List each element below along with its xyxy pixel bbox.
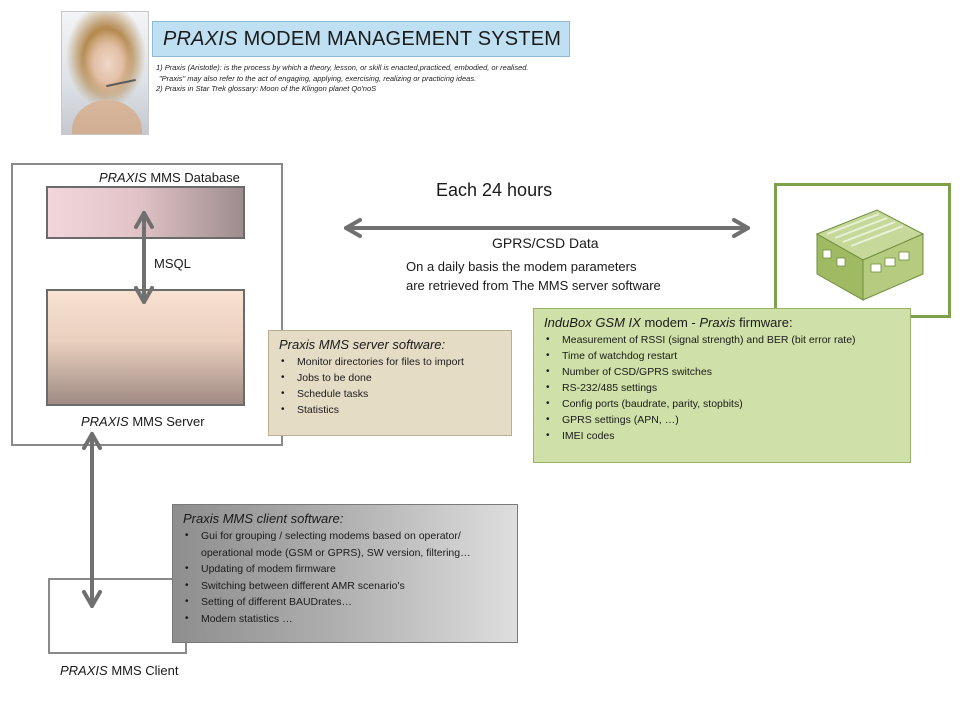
modem-firmware-title: InduBox GSM IX modem - Praxis firmware: [544,315,793,330]
title-rest: MODEM MANAGEMENT SYSTEM [243,27,562,50]
client-software-title: Praxis MMS client software: [183,511,344,526]
list-item: Measurement of RSSI (signal strength) an… [544,332,900,348]
client-label: PRAXIS MMS Client [60,663,179,678]
server-box [46,289,245,406]
server-software-title: Praxis MMS server software: [279,337,446,352]
list-item: Statistics [279,402,501,418]
client-software-panel: Praxis MMS client software: Gui for grou… [172,504,518,643]
list-item: RS-232/485 settings [544,380,900,396]
msql-label: MSQL [154,256,191,271]
list-item: Time of watchdog restart [544,348,900,364]
list-item: Monitor directories for files to import [279,354,501,370]
definition-1: 1) Praxis (Aristotle): is the process by… [156,63,529,72]
title-italic: PRAXIS [163,27,238,50]
list-item: Gui for grouping / selecting modems base… [183,528,507,561]
list-item: Config ports (baudrate, parity, stopbits… [544,396,900,412]
list-item: GPRS settings (APN, …) [544,412,900,428]
page-title: PRAXIS MODEM MANAGEMENT SYSTEM [152,21,570,57]
list-item: Modem statistics … [183,611,507,628]
list-item: IMEI codes [544,428,900,444]
server-software-panel: Praxis MMS server software: Monitor dire… [268,330,512,436]
modem-device-icon [815,209,925,301]
list-item: Switching between different AMR scenario… [183,578,507,595]
interval-label: Each 24 hours [436,180,553,200]
list-item: Updating of modem firmware [183,561,507,578]
list-item: Jobs to be done [279,370,501,386]
daily-description: On a daily basis the modem parameters ar… [406,259,661,293]
list-item: Number of CSD/GPRS switches [544,364,900,380]
operator-photo [61,11,149,135]
list-item: Setting of different BAUDrates… [183,594,507,611]
modem-firmware-panel: InduBox GSM IX modem - Praxis firmware: … [533,308,911,463]
server-label: PRAXIS MMS Server [81,414,205,429]
definition-2: "Praxis" may also refer to the act of en… [159,73,477,83]
definition-3: 2) Praxis in Star Trek glossary: Moon of… [156,84,377,93]
database-label: PRAXIS MMS Database [99,170,240,185]
definitions: 1) Praxis (Aristotle): is the process by… [156,63,626,95]
gprs-label: GPRS/CSD Data [492,235,599,251]
modem-device-frame [774,183,951,318]
list-item: Schedule tasks [279,386,501,402]
